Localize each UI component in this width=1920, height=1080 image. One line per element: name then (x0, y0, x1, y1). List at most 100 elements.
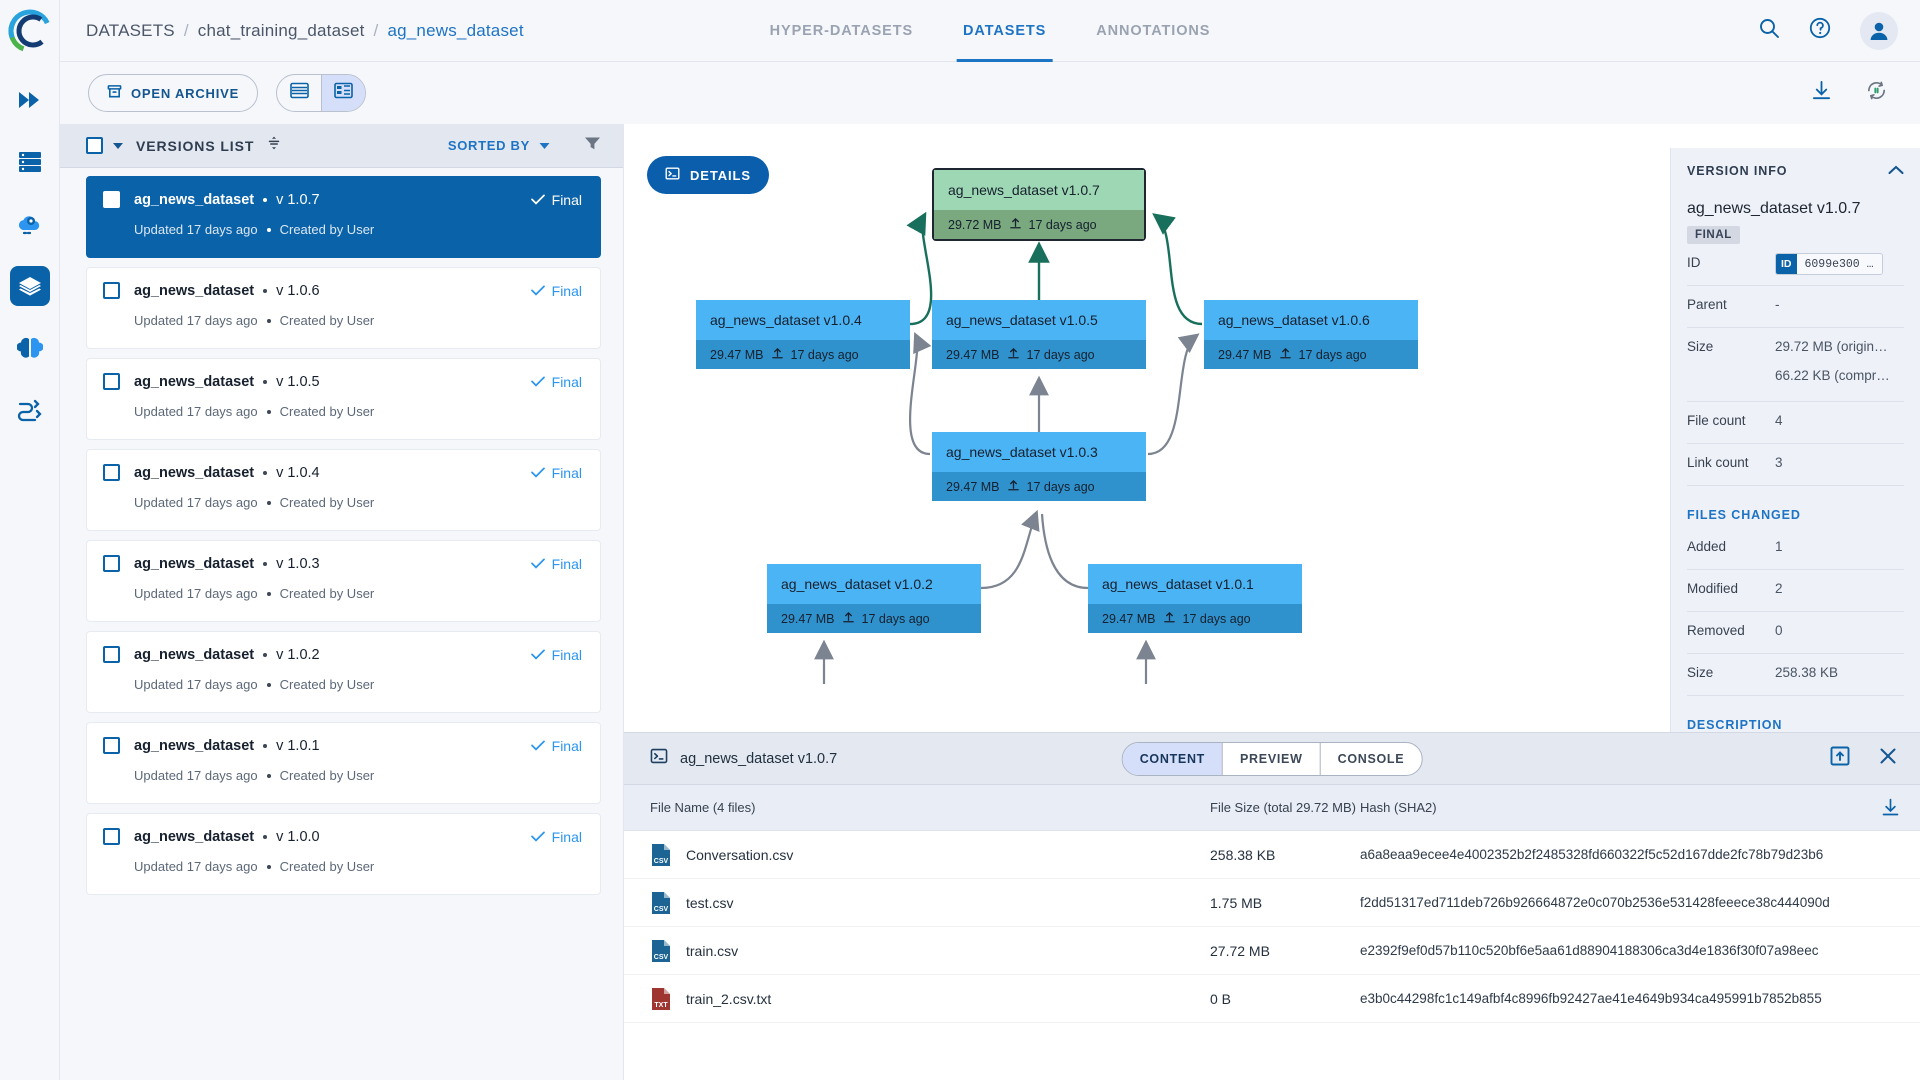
version-card[interactable]: ag_news_dataset v 1.0.3 Final Updated 17… (86, 540, 601, 622)
download-icon[interactable] (1860, 797, 1920, 818)
sort-settings-icon[interactable] (266, 135, 282, 156)
table-row[interactable]: CSV train.csv 27.72 MB e2392f9ef0d57b110… (624, 927, 1920, 975)
id-value: 6099e300 … (1797, 258, 1882, 271)
file-size: 1.75 MB (1210, 895, 1360, 911)
version-checkbox[interactable] (103, 828, 120, 845)
column-header-size: File Size (total 29.72 MB) (1210, 800, 1360, 815)
rail-item-workflows[interactable] (10, 390, 50, 430)
chevron-down-icon (539, 138, 550, 153)
rail-item-datasets-server[interactable] (10, 142, 50, 182)
table-row[interactable]: CSV test.csv 1.75 MB f2dd51317ed711deb72… (624, 879, 1920, 927)
version-checkbox[interactable] (103, 555, 120, 572)
breadcrumb-item-datasets[interactable]: DATASETS (86, 21, 175, 41)
graph-node-age: 17 days ago (1183, 612, 1251, 626)
info-value-original: 29.72 MB (origin… (1775, 339, 1888, 354)
rail-item-models[interactable] (10, 328, 50, 368)
version-name: ag_news_dataset (134, 283, 254, 299)
version-card[interactable]: ag_news_dataset v 1.0.6 Final Updated 17… (86, 267, 601, 349)
graph-node-title: ag_news_dataset v1.0.7 (934, 170, 1144, 210)
breadcrumb-item-parent[interactable]: chat_training_dataset (198, 21, 365, 41)
app-logo-icon[interactable] (8, 8, 52, 54)
separator-dot (263, 380, 267, 384)
breadcrumb-item-current[interactable]: ag_news_dataset (387, 21, 523, 41)
version-creator: Created by User (280, 495, 375, 510)
tab-content[interactable]: CONTENT (1123, 743, 1222, 775)
version-updated: Updated 17 days ago (134, 495, 258, 510)
version-creator: Created by User (280, 222, 375, 237)
version-checkbox[interactable] (103, 646, 120, 663)
filter-icon[interactable] (584, 136, 601, 156)
version-creator: Created by User (280, 768, 375, 783)
avatar[interactable] (1860, 12, 1898, 50)
version-card[interactable]: ag_news_dataset v 1.0.2 Final Updated 17… (86, 631, 601, 713)
tab-preview[interactable]: PREVIEW (1222, 743, 1320, 775)
separator-dot (263, 471, 267, 475)
separator-dot (263, 198, 267, 202)
version-number: v 1.0.3 (276, 556, 320, 572)
cloud-gear-icon (17, 212, 43, 236)
version-checkbox[interactable] (103, 282, 120, 299)
rail-item-pipelines[interactable] (10, 80, 50, 120)
version-card[interactable]: ag_news_dataset v 1.0.5 Final Updated 17… (86, 358, 601, 440)
graph-node-v105[interactable]: ag_news_dataset v1.0.5 29.47 MB 17 days … (932, 300, 1146, 369)
panel-layout-icon (334, 82, 353, 104)
graph-node-v104[interactable]: ag_news_dataset v1.0.4 29.47 MB 17 days … (696, 300, 910, 369)
graph-node-meta: 29.47 MB 17 days ago (767, 604, 981, 633)
tab-annotations[interactable]: ANNOTATIONS (1096, 0, 1210, 62)
graph-node-v102[interactable]: ag_news_dataset v1.0.2 29.47 MB 17 days … (767, 564, 981, 633)
info-value-compressed: 66.22 KB (compr… (1775, 368, 1890, 383)
graph-node-v103[interactable]: ag_news_dataset v1.0.3 29.47 MB 17 days … (932, 432, 1146, 501)
graph-node-v107[interactable]: ag_news_dataset v1.0.7 29.72 MB 17 days … (932, 168, 1146, 241)
version-card[interactable]: ag_news_dataset v 1.0.0 Final Updated 17… (86, 813, 601, 895)
chevron-up-icon[interactable] (1888, 162, 1904, 180)
close-icon[interactable] (1878, 746, 1898, 771)
view-mode-table[interactable] (277, 75, 321, 111)
file-content-panel: ag_news_dataset v1.0.7 CONTENT PREVIEW C… (624, 732, 1920, 1080)
graph-node-v101[interactable]: ag_news_dataset v1.0.1 29.47 MB 17 days … (1088, 564, 1302, 633)
select-all-checkbox[interactable] (86, 137, 103, 154)
id-pill[interactable]: ID 6099e300 … (1775, 253, 1883, 275)
status-label: Final (552, 283, 582, 299)
info-key: Removed (1687, 623, 1775, 638)
version-number: v 1.0.2 (276, 647, 320, 663)
graph-node-title: ag_news_dataset v1.0.4 (696, 300, 910, 340)
graph-node-age: 17 days ago (1299, 348, 1367, 362)
upload-icon (1009, 217, 1022, 233)
id-tag: ID (1776, 253, 1797, 275)
version-checkbox[interactable] (103, 373, 120, 390)
table-row[interactable]: CSV Conversation.csv 258.38 KB a6a8eaa9e… (624, 831, 1920, 879)
status-badge: Final (531, 647, 582, 663)
rail-item-datasets[interactable] (10, 266, 50, 306)
tab-hyper-datasets[interactable]: HYPER-DATASETS (770, 0, 913, 62)
table-row[interactable]: TXT train_2.csv.txt 0 B e3b0c44298fc1c14… (624, 975, 1920, 1023)
separator-dot (267, 410, 271, 414)
graph-node-title: ag_news_dataset v1.0.6 (1204, 300, 1418, 340)
version-checkbox[interactable] (103, 464, 120, 481)
version-checkbox[interactable] (103, 191, 120, 208)
view-mode-panel[interactable] (321, 75, 365, 111)
svg-text:CSV: CSV (654, 858, 669, 865)
details-button[interactable]: DETAILS (647, 156, 769, 194)
search-icon[interactable] (1758, 17, 1780, 44)
maximize-icon[interactable] (1830, 746, 1850, 771)
help-icon[interactable] (1808, 16, 1832, 45)
status-badge: Final (531, 192, 582, 208)
version-checkbox[interactable] (103, 737, 120, 754)
versions-list[interactable]: ag_news_dataset v 1.0.7 Final Updated 17… (60, 168, 623, 1080)
version-name: ag_news_dataset (134, 829, 254, 845)
refresh-status-icon[interactable] (1865, 79, 1888, 107)
sorted-by-dropdown[interactable]: SORTED BY (448, 138, 550, 153)
version-card[interactable]: ag_news_dataset v 1.0.4 Final Updated 17… (86, 449, 601, 531)
tab-console[interactable]: CONSOLE (1320, 743, 1422, 775)
file-name: train_2.csv.txt (686, 991, 771, 1007)
version-card[interactable]: ag_news_dataset v 1.0.1 Final Updated 17… (86, 722, 601, 804)
version-card[interactable]: ag_news_dataset v 1.0.7 Final Updated 17… (86, 176, 601, 258)
version-updated: Updated 17 days ago (134, 586, 258, 601)
chevron-down-icon[interactable] (113, 143, 123, 149)
rail-item-cloud-settings[interactable] (10, 204, 50, 244)
toolbar-actions (1810, 79, 1888, 107)
graph-node-v106[interactable]: ag_news_dataset v1.0.6 29.47 MB 17 days … (1204, 300, 1418, 369)
download-icon[interactable] (1810, 79, 1833, 107)
open-archive-button[interactable]: OPEN ARCHIVE (88, 74, 258, 112)
tab-datasets[interactable]: DATASETS (963, 0, 1046, 62)
